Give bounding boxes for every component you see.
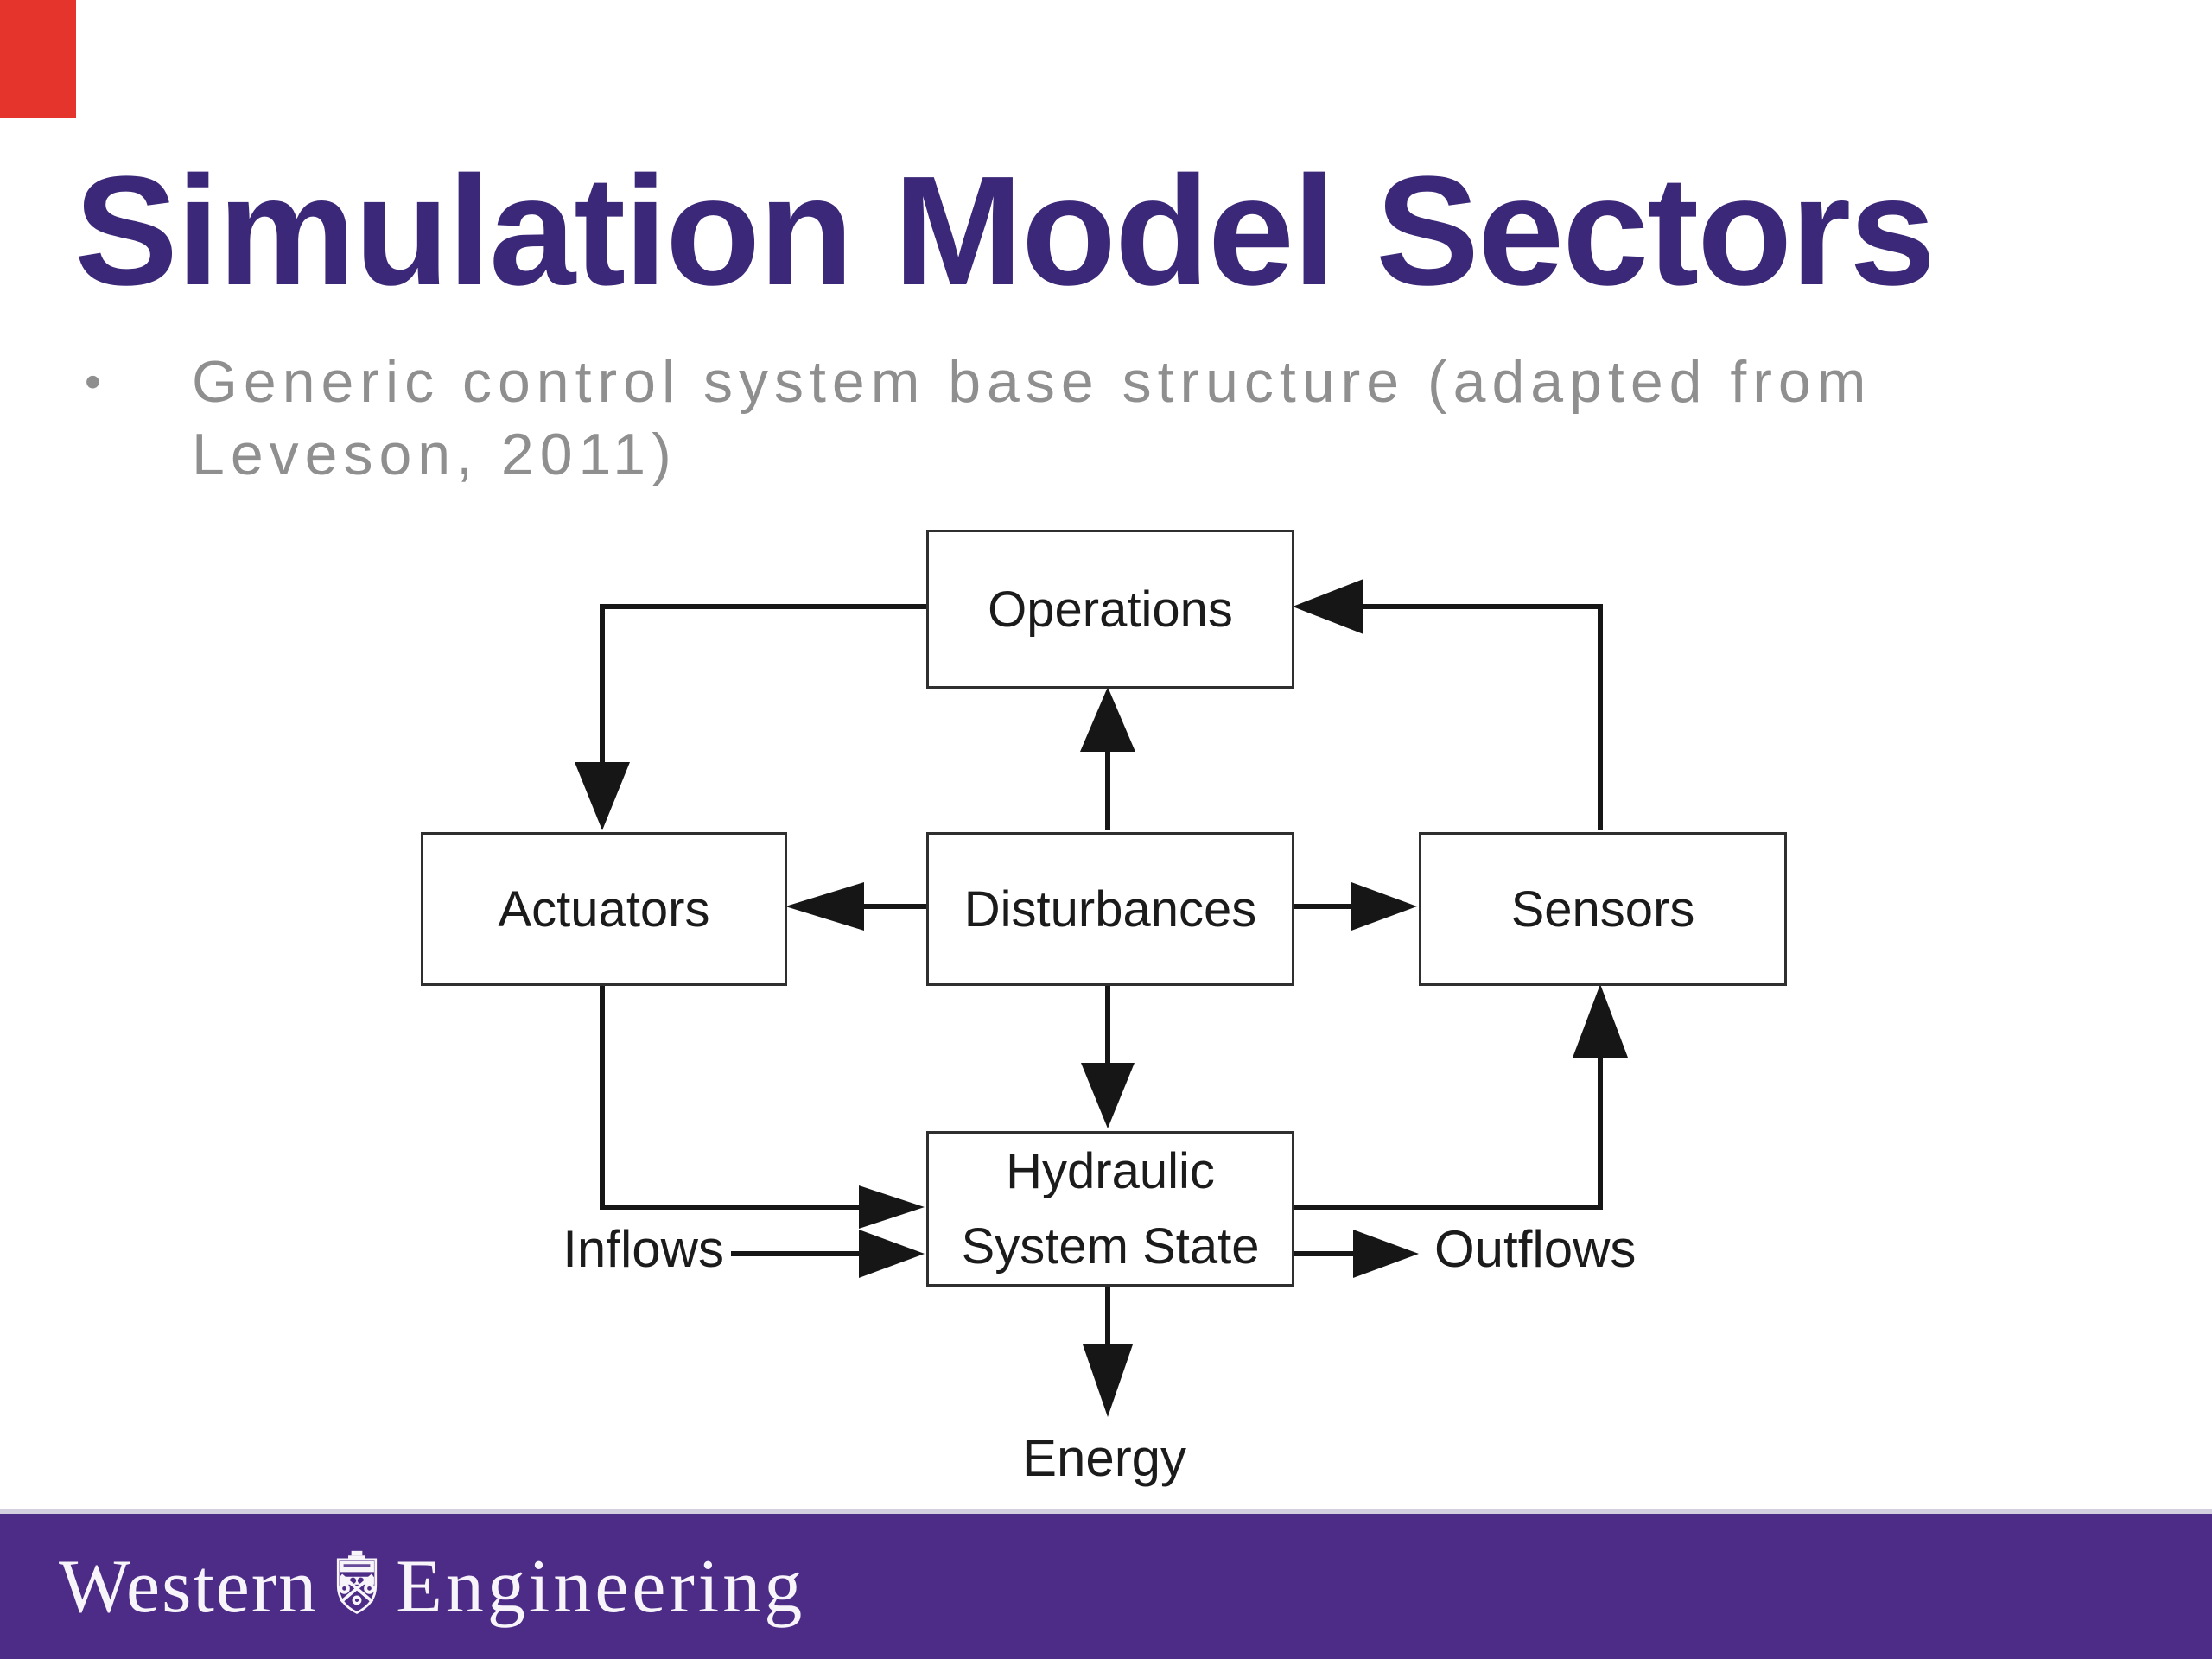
arrow-disturbances-to-actuators xyxy=(785,882,926,931)
arrow-hydraulic-to-outflows xyxy=(1289,1230,1419,1278)
box-sensors-label: Sensors xyxy=(1510,880,1695,938)
brand-western: Western xyxy=(59,1544,319,1629)
brand-engineering: Engineering xyxy=(396,1544,806,1629)
bullet-text-line2: Leveson, 2011) xyxy=(192,422,677,487)
slide-title: Simulation Model Sectors xyxy=(74,144,1936,318)
arrow-hydraulic-to-energy xyxy=(1083,1281,1133,1417)
box-hydraulic-system-state: Hydraulic System State xyxy=(926,1131,1294,1287)
bullet-text-line1: Generic control system base structure (a… xyxy=(192,349,1872,415)
box-actuators-label: Actuators xyxy=(498,880,710,938)
box-disturbances: Disturbances xyxy=(926,832,1294,986)
arrow-disturbances-to-operations xyxy=(1080,687,1135,830)
bullet-marker: • xyxy=(85,356,101,408)
arrow-disturbances-to-hydraulic xyxy=(1081,981,1135,1128)
western-engineering-logo: Western Engineering xyxy=(59,1514,805,1659)
box-disturbances-label: Disturbances xyxy=(963,880,1257,938)
footer-top-edge xyxy=(0,1509,2212,1514)
box-operations-label: Operations xyxy=(988,581,1233,638)
footer-band: Western Engineering xyxy=(0,1514,2212,1659)
arrow-inflows-to-hydraulic xyxy=(731,1230,925,1278)
arrow-actuators-to-hydraulic xyxy=(600,981,925,1229)
box-hydraulic-label-line2: System State xyxy=(961,1218,1260,1274)
arrow-sensors-to-operations xyxy=(1293,579,1603,830)
bullet-text: Generic control system base structure (a… xyxy=(192,346,1872,491)
bullet-item: • Generic control system base structure … xyxy=(85,346,1872,491)
arrow-hydraulic-to-sensors xyxy=(1289,984,1628,1210)
red-corner-marker xyxy=(0,0,76,118)
arrow-operations-to-actuators xyxy=(575,604,926,830)
box-hydraulic-label-line1: Hydraulic xyxy=(1006,1143,1215,1199)
western-university-crest-icon xyxy=(337,1550,378,1614)
arrow-disturbances-to-sensors xyxy=(1289,882,1417,931)
box-operations: Operations xyxy=(926,530,1294,689)
box-sensors: Sensors xyxy=(1419,832,1787,986)
label-energy: Energy xyxy=(1021,1429,1187,1487)
label-outflows: Outflows xyxy=(1434,1220,1637,1278)
label-inflows: Inflows xyxy=(563,1220,724,1278)
box-actuators: Actuators xyxy=(421,832,787,986)
